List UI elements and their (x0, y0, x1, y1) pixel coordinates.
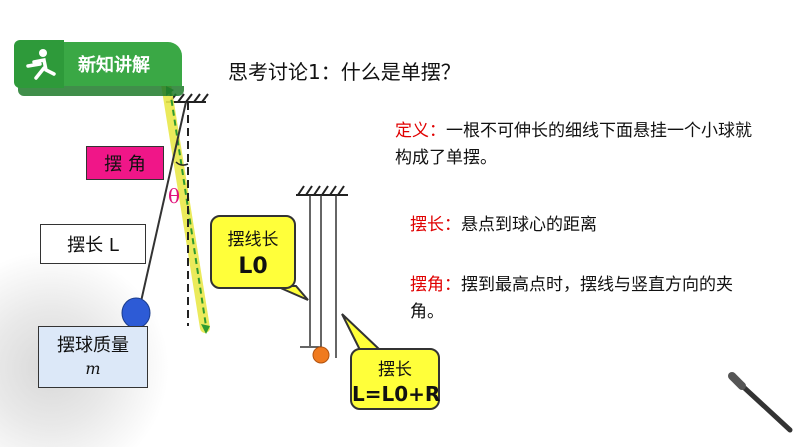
mass-symbol: m (85, 359, 101, 378)
angle-label: 摆角： (410, 275, 461, 295)
angle-box: 摆 角 (86, 146, 164, 180)
angle-definition: 摆角：摆到最高点时，摆线与竖直方向的夹角。 (410, 272, 760, 326)
badge-label: 新知讲解 (64, 42, 182, 86)
callout2-value: L=L0+R (352, 382, 441, 406)
definition-line: 定义：一根不可伸长的细线下面悬挂一个小球就构成了单摆。 (395, 118, 765, 172)
pendulum-string-left (139, 101, 187, 307)
theta-symbol: θ (168, 184, 181, 208)
definition-block: 定义：一根不可伸长的细线下面悬挂一个小球就构成了单摆。 (395, 118, 765, 172)
pendulum-bob-orange (312, 346, 330, 364)
callout2-title: 摆长 (378, 360, 412, 380)
definition-label: 定义： (395, 121, 446, 141)
string-length-callout: 摆线长 L0 (210, 215, 296, 289)
section-badge: 新知讲解 (14, 40, 184, 96)
length-label: 摆长： (410, 215, 461, 235)
angle-arc (175, 161, 189, 166)
definition-text: 一根不可伸长的细线下面悬挂一个小球就构成了单摆。 (395, 121, 752, 168)
callout2-tail (341, 313, 383, 351)
question-title: 思考讨论1：什么是单摆？ (228, 60, 461, 84)
pendulum-length-callout: 摆长 L=L0+R (350, 348, 440, 410)
length-text: 悬点到球心的距离 (461, 215, 597, 235)
ink-brush-icon (728, 372, 793, 433)
pendulum-bob-blue (121, 297, 151, 329)
callout1-value: L0 (238, 254, 268, 279)
mass-label: 摆球质量 (57, 335, 129, 356)
length-definition: 摆长：悬点到球心的距离 (410, 212, 770, 239)
swing-path-yellow (161, 79, 210, 333)
callout1-title: 摆线长 (227, 230, 279, 250)
length-box: 摆长 L (40, 224, 146, 264)
running-person-icon (14, 40, 64, 88)
mass-box: 摆球质量 m (38, 326, 148, 388)
arrow-head-bottom (201, 324, 210, 334)
angle-text: 摆到最高点时，摆线与竖直方向的夹角。 (410, 275, 733, 322)
ceiling-right (296, 185, 348, 196)
badge-shadow (18, 86, 184, 96)
